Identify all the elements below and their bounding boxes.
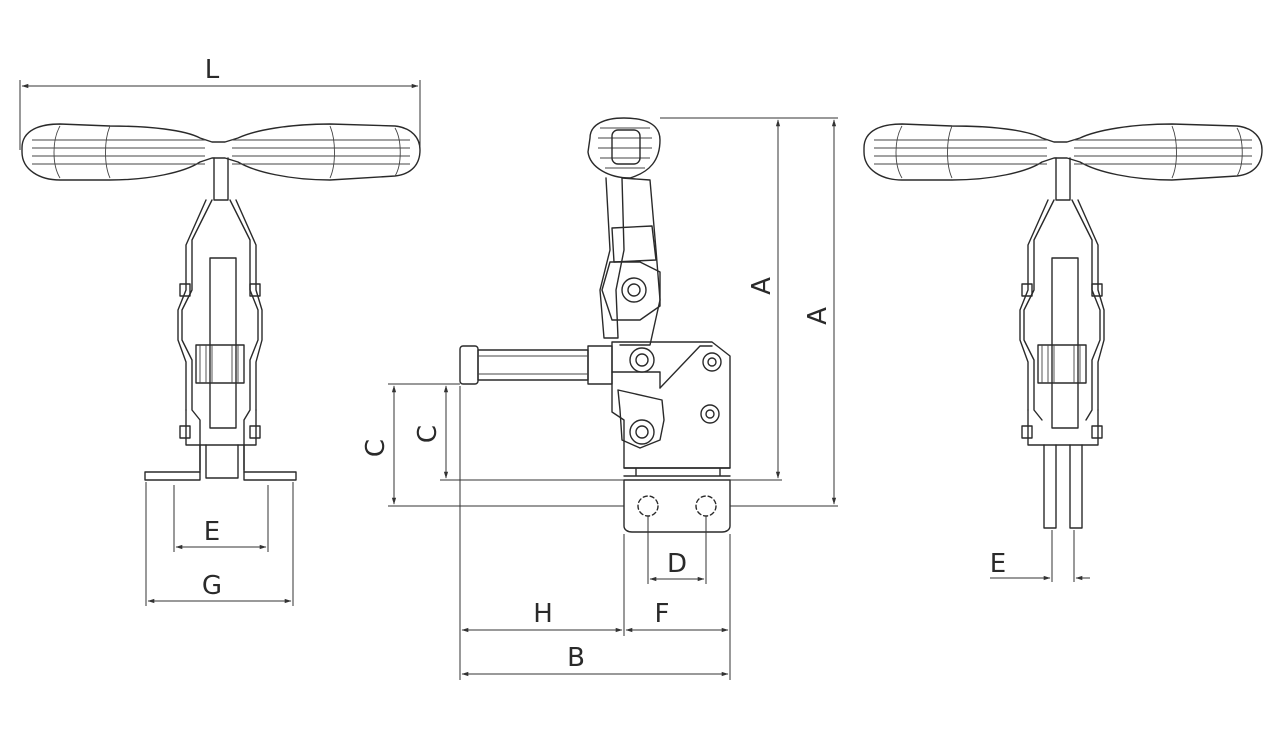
label-F: F	[655, 599, 670, 629]
label-E-left: E	[204, 517, 220, 547]
label-H: H	[533, 599, 553, 629]
label-G: G	[202, 571, 222, 601]
dim-E-left: E	[173, 485, 269, 552]
dim-C-inner: C	[413, 385, 624, 481]
t-handle-left	[21, 123, 421, 201]
spindle-bar	[459, 345, 613, 385]
handle-knob-end	[587, 117, 661, 179]
label-C-outer: C	[361, 439, 391, 457]
dim-E-right: E	[990, 530, 1090, 582]
t-handle-right	[863, 123, 1263, 201]
center-view: A A C C D	[361, 117, 838, 680]
dim-A-outer: A	[730, 117, 838, 507]
label-E-right: E	[990, 549, 1006, 579]
dim-C-outer: C	[361, 383, 624, 507]
label-A-outer: A	[803, 307, 833, 325]
label-C-inner: C	[413, 425, 443, 443]
dim-L: L	[19, 55, 421, 150]
label-A-inner: A	[747, 277, 777, 295]
dim-G: G	[145, 482, 294, 606]
clamp-body-right	[1019, 199, 1105, 529]
handle-arm	[599, 177, 661, 346]
left-view: L E G	[19, 55, 421, 606]
dim-B: B	[461, 643, 729, 677]
label-L: L	[205, 55, 220, 85]
clamp-body-left	[144, 199, 297, 481]
dim-D: D	[647, 516, 707, 584]
dim-F: F	[625, 534, 731, 680]
dim-A-inner: A	[640, 117, 782, 481]
label-D: D	[667, 549, 687, 579]
base-plate-center	[611, 341, 731, 533]
right-view: E	[863, 123, 1263, 582]
dim-H: H	[459, 386, 625, 680]
label-B: B	[567, 643, 585, 673]
